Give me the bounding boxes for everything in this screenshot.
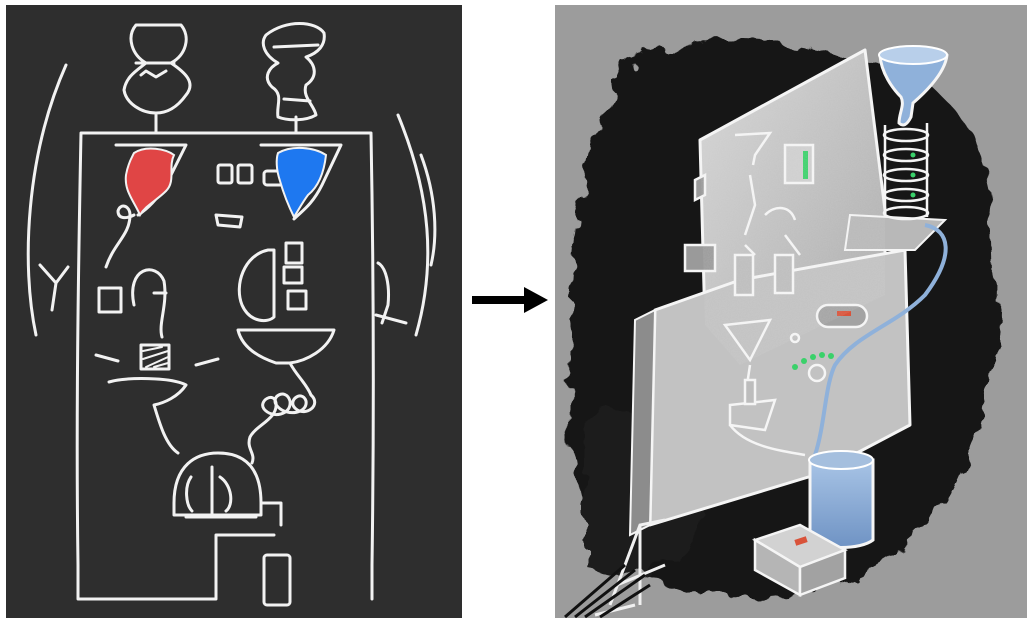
leg-hatch (564, 563, 651, 618)
indicator-b (236, 163, 254, 185)
spiral-column (882, 123, 930, 221)
knob (807, 363, 827, 383)
blue-fill (275, 147, 328, 219)
right-funnel (259, 143, 343, 221)
side-arc-right (396, 113, 430, 337)
left-tube (104, 204, 136, 269)
beaker (808, 458, 875, 549)
small-dash-1 (94, 353, 120, 363)
indicator-a (216, 163, 234, 185)
sketch-drawing (26, 22, 437, 607)
right-box-mid (282, 265, 304, 285)
right-jar (261, 22, 326, 135)
sketch-panel (6, 5, 462, 618)
spring-coil (247, 392, 317, 465)
right-dome (237, 248, 276, 323)
left-jar (122, 23, 192, 135)
central-cylinder (172, 451, 283, 527)
legs (594, 518, 666, 617)
hatch-lines (142, 346, 169, 368)
blue-tube-1 (813, 223, 948, 456)
bottom-cup (262, 553, 292, 607)
render-drawing (564, 41, 996, 618)
small-plate (214, 213, 244, 229)
board-side (628, 308, 657, 537)
side-arc-left (26, 63, 68, 337)
box-label (794, 536, 808, 546)
arrow-right-icon (472, 287, 548, 313)
red-fill (124, 147, 176, 218)
lever (743, 378, 757, 406)
render-panel (555, 5, 1027, 618)
side-arc-right-2 (419, 153, 437, 267)
right-box-top (284, 241, 304, 265)
hook (131, 268, 168, 339)
green-dot-row (792, 352, 834, 370)
bottom-box-side (798, 548, 847, 597)
right-handle (374, 261, 408, 325)
left-bowl (107, 377, 188, 455)
cup-box (97, 286, 123, 314)
small-dash-2 (194, 357, 220, 367)
right-box-bot (286, 289, 308, 311)
right-bowl (236, 328, 336, 397)
machine-outline (75, 131, 375, 601)
left-handle (38, 263, 70, 312)
